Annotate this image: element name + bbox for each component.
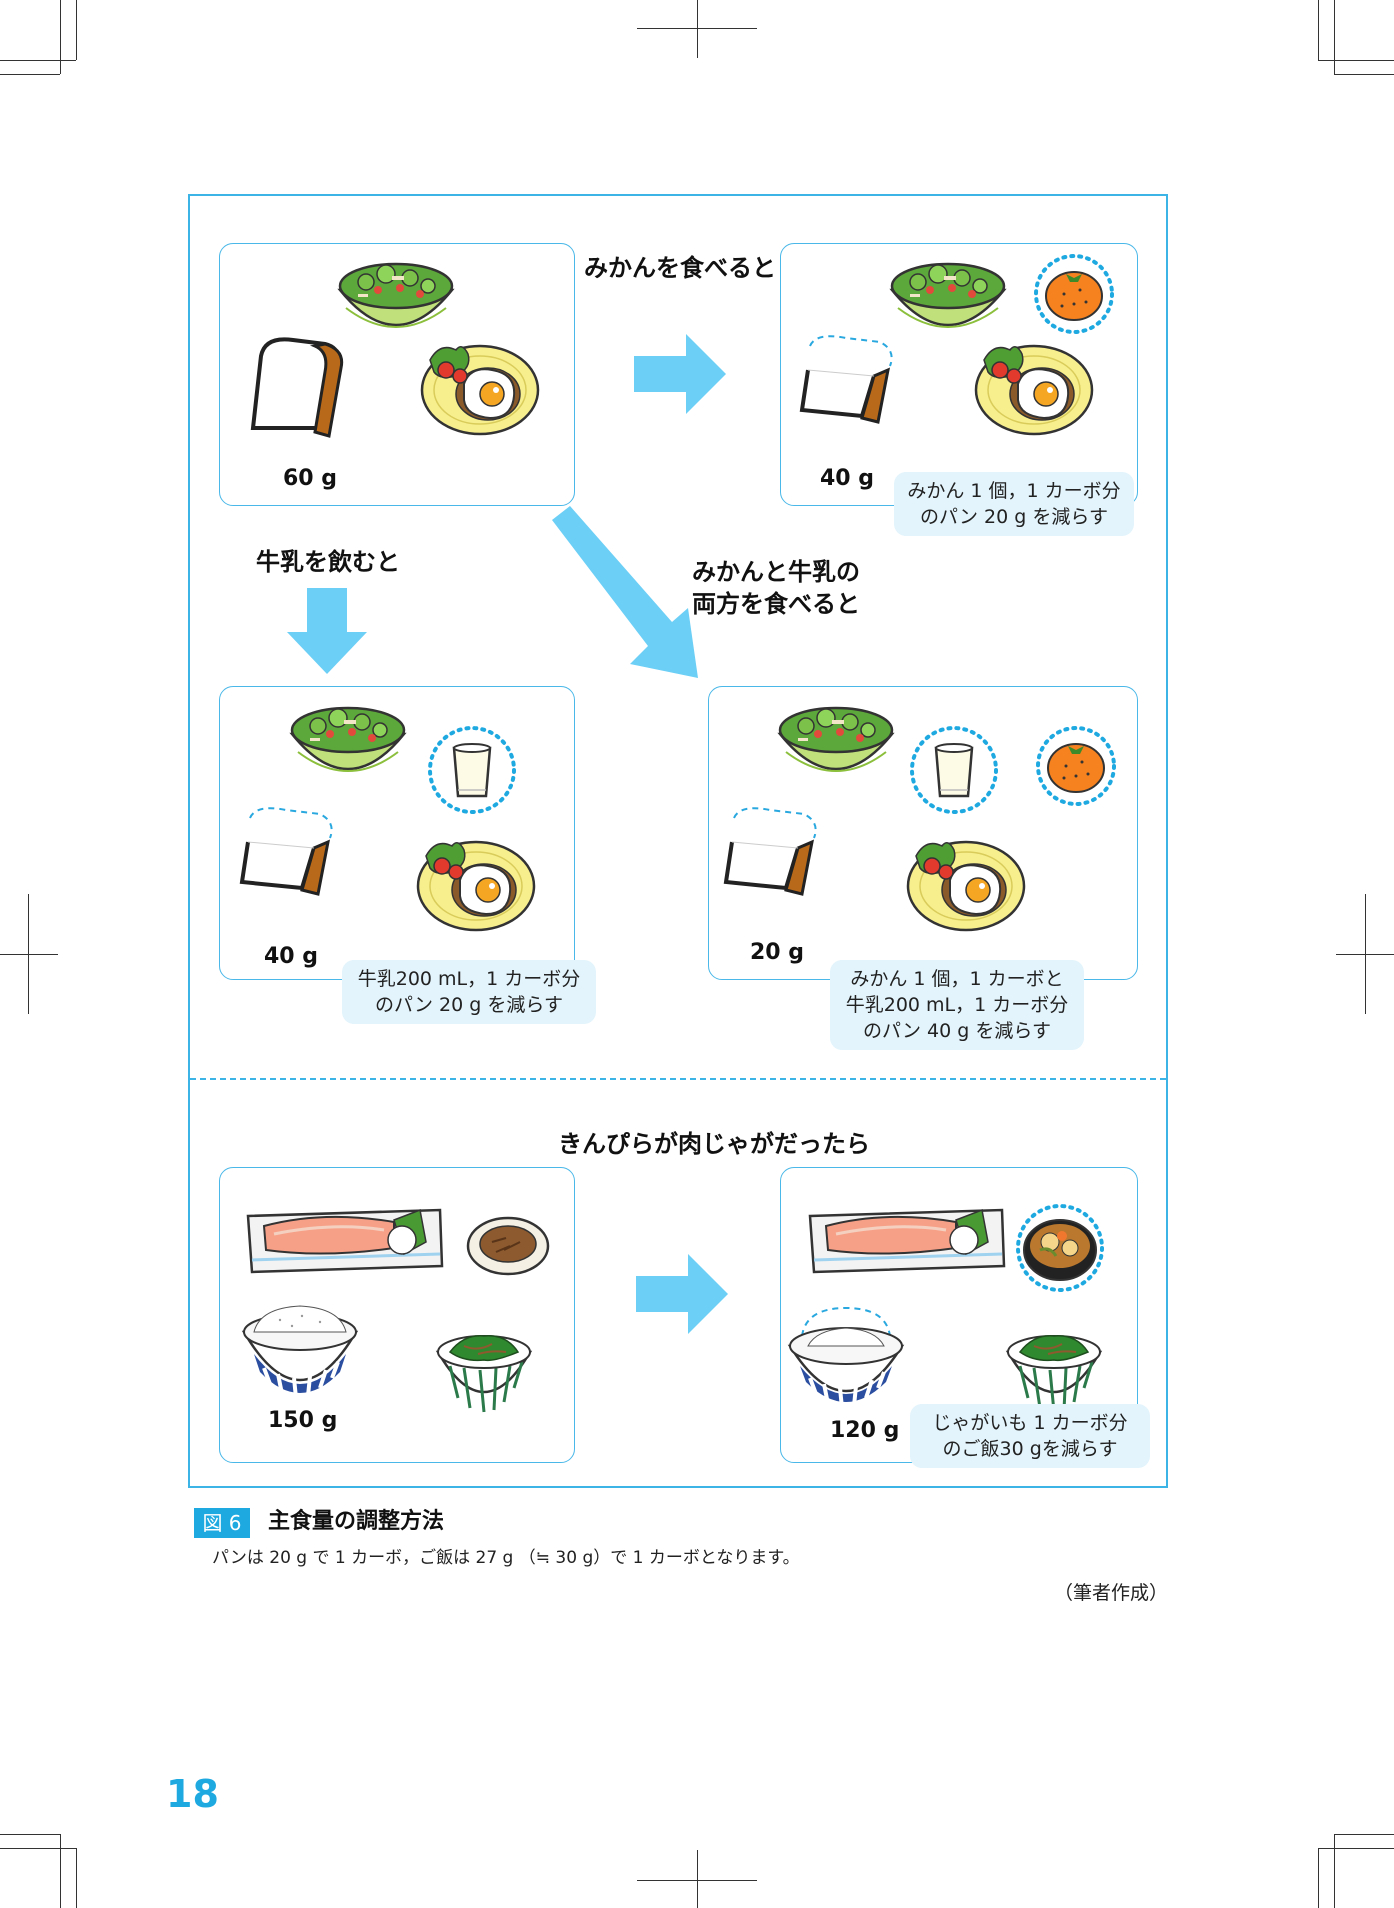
heading-both-line: 両方を食べると [692, 590, 860, 618]
spinach-bowl-icon [1006, 1334, 1102, 1414]
arrow-right-icon [636, 1254, 728, 1334]
callout-line: 牛乳200 mL，1 カーボ分 [357, 968, 581, 990]
callout-line: みかん 1 個，1 カーボと [850, 968, 1064, 990]
fried-egg-plate-icon [420, 344, 540, 436]
bread-weight: 20 g [750, 940, 805, 965]
crop-mark [697, 0, 698, 58]
callout-line: のパン 20 g を減らす [375, 994, 563, 1016]
callout-both: みかん 1 個，1 カーボと 牛乳200 mL，1 カーボ分 のパン 40 g … [830, 960, 1084, 1050]
crop-mark [0, 60, 76, 61]
crop-mark [1318, 1848, 1394, 1849]
fried-egg-plate-icon [906, 840, 1026, 932]
kinpira-bowl-icon [466, 1216, 550, 1276]
callout-line: のパン 20 g を減らす [920, 506, 1108, 528]
salad-bowl-icon [778, 706, 894, 773]
arrow-down-icon [287, 588, 367, 674]
arrow-diagonal-icon [552, 506, 698, 678]
figure-frame [188, 194, 1168, 1488]
crop-mark [1334, 0, 1335, 74]
bread-weight: 40 g [820, 466, 875, 491]
crop-mark [28, 894, 29, 1014]
fried-egg-plate-icon [416, 840, 536, 932]
heading-nikujaga: きんぴらが肉じゃがだったら [558, 1130, 870, 1158]
rice-weight: 120 g [830, 1418, 900, 1443]
section-divider [190, 1078, 1166, 1080]
bread-slice-cut-icon [800, 334, 894, 424]
milk-glass-icon [428, 726, 516, 814]
milk-glass-icon [910, 726, 998, 814]
bread-slice-cut-icon [240, 806, 334, 896]
crop-mark [0, 1848, 76, 1849]
crop-mark [1334, 1834, 1335, 1908]
callout-mikan: みかん 1 個，1 カーボ分 のパン 20 g を減らす [894, 472, 1134, 536]
callout-line: のパン 40 g を減らす [863, 1020, 1051, 1042]
crop-mark [1318, 60, 1394, 61]
crop-mark [60, 0, 61, 74]
crop-mark [697, 1850, 698, 1908]
arrow-right-icon [634, 334, 726, 414]
crop-mark [1318, 0, 1319, 60]
callout-line: のご飯30 gを減らす [942, 1438, 1118, 1460]
heading-milk: 牛乳を飲むと [256, 548, 400, 576]
spinach-bowl-icon [436, 1334, 532, 1414]
crop-mark [1318, 1848, 1319, 1908]
crop-mark [76, 1848, 77, 1908]
page-number: 18 [166, 1772, 219, 1816]
fried-egg-plate-icon [974, 344, 1094, 436]
mandarin-orange-icon [1034, 254, 1114, 334]
heading-both: みかんと牛乳の 両方を食べると [692, 556, 860, 620]
crop-mark [1365, 894, 1366, 1014]
crop-mark [0, 74, 60, 75]
bread-weight: 60 g [283, 466, 338, 491]
figure-title: 主食量の調整方法 [268, 1509, 445, 1534]
callout-line: じゃがいも 1 カーボ分 [932, 1412, 1128, 1434]
figure-description: パンは 20 g で 1 カーボ，ご飯は 27 g （≒ 30 g）で 1 カー… [212, 1548, 800, 1568]
salad-bowl-icon [890, 262, 1006, 329]
heading-mikan: みかんを食べると [584, 254, 776, 282]
callout-milk: 牛乳200 mL，1 カーボ分 のパン 20 g を減らす [342, 960, 596, 1024]
crop-mark [0, 1834, 60, 1835]
bread-weight: 40 g [264, 944, 319, 969]
rice-bowl-icon [242, 1304, 358, 1400]
heading-both-line: みかんと牛乳の [692, 558, 860, 586]
rice-weight: 150 g [268, 1408, 338, 1433]
mandarin-orange-icon [1036, 726, 1116, 806]
salad-bowl-icon [290, 706, 406, 773]
nikujaga-bowl-icon [1016, 1204, 1104, 1292]
figure-number-badge: 図 6 [194, 1508, 250, 1538]
crop-mark [76, 0, 77, 60]
crop-mark [1334, 1834, 1394, 1835]
crop-mark [60, 1834, 61, 1908]
salad-bowl-icon [338, 262, 454, 329]
callout-rice: じゃがいも 1 カーボ分 のご飯30 gを減らす [910, 1404, 1150, 1468]
figure-source: （筆者作成） [1053, 1582, 1168, 1604]
crop-mark [0, 954, 58, 955]
bread-slice-cut-icon [724, 806, 818, 896]
callout-line: 牛乳200 mL，1 カーボ分 [845, 994, 1069, 1016]
callout-line: みかん 1 個，1 カーボ分 [907, 480, 1121, 502]
rice-bowl-cut-icon [788, 1306, 904, 1410]
grilled-salmon-plate-icon [808, 1208, 1006, 1274]
grilled-salmon-plate-icon [246, 1208, 444, 1274]
crop-mark [1334, 74, 1394, 75]
bread-slice-icon [251, 337, 344, 438]
